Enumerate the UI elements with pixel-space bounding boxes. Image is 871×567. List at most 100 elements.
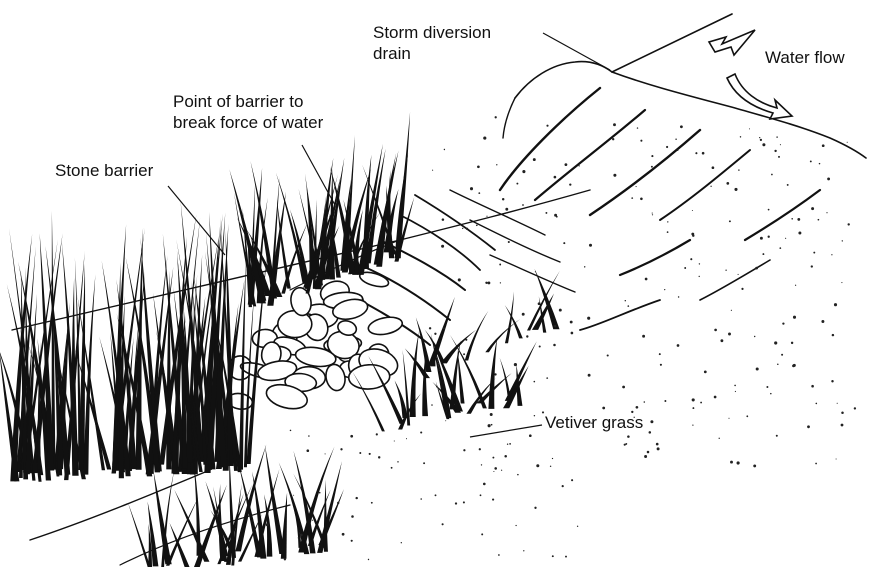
soil-speck [584, 266, 585, 267]
soil-speck [785, 238, 786, 239]
soil-speck [496, 164, 497, 165]
grass-blade [500, 358, 511, 400]
curved-flow-arrow-icon [727, 74, 792, 119]
soil-speck [644, 401, 646, 403]
soil-speck [832, 334, 834, 336]
soil-speck [533, 158, 536, 161]
soil-speck [502, 198, 504, 200]
soil-speck [714, 396, 717, 399]
terrain-line [503, 98, 515, 138]
soil-speck [660, 364, 662, 366]
soil-speck [759, 137, 760, 138]
soil-speck [293, 495, 294, 496]
soil-speck [741, 288, 743, 290]
soil-speck [514, 363, 517, 366]
soil-speck [369, 453, 371, 455]
soil-speck [376, 433, 378, 435]
terrain-line [620, 240, 690, 275]
terrain-line [500, 88, 600, 190]
soil-speck [495, 116, 497, 118]
soil-speck [677, 149, 679, 151]
soil-speck [355, 497, 357, 499]
grass-blade [169, 523, 190, 567]
soil-speck [730, 461, 733, 464]
soil-speck [565, 556, 567, 558]
soil-speck [778, 156, 780, 158]
soil-speck [779, 247, 781, 249]
soil-speck [458, 278, 461, 281]
soil-speck [571, 332, 574, 335]
soil-speck [651, 155, 653, 157]
soil-speck [841, 412, 844, 415]
soil-speck [507, 444, 508, 445]
soil-speck [434, 333, 436, 335]
soil-speck [539, 345, 541, 347]
soil-speck [811, 207, 814, 210]
soil-speck [337, 502, 339, 504]
soil-speck [847, 142, 848, 143]
soil-speck [613, 123, 616, 126]
soil-speck [504, 455, 507, 458]
soil-speck [657, 447, 660, 450]
soil-speck [401, 542, 402, 543]
storm-diversion-drain-label: Storm diversion drain [373, 22, 491, 64]
soil-speck [499, 264, 501, 266]
soil-speck [516, 183, 518, 185]
soil-speck [378, 456, 380, 458]
soil-speck [780, 144, 781, 145]
soil-speck [726, 182, 729, 185]
soil-speck [559, 309, 562, 312]
soil-speck [798, 232, 801, 235]
soil-speck [754, 336, 755, 337]
soil-speck [509, 443, 511, 445]
soil-speck [770, 393, 772, 395]
soil-speck [308, 435, 310, 437]
soil-speck [797, 218, 800, 221]
soil-speck [813, 252, 815, 254]
soil-speck [463, 501, 465, 503]
soil-speck [431, 404, 433, 406]
soil-speck [791, 218, 793, 220]
terrain-line [415, 195, 495, 250]
soil-speck [793, 316, 796, 319]
storm-drain-label-line2: drain [373, 43, 491, 64]
soil-speck [656, 443, 659, 446]
soil-speck [420, 498, 422, 500]
soil-speck [637, 127, 638, 128]
grass-blade [281, 493, 287, 559]
soil-speck [821, 320, 824, 323]
barrier-point-label-line1: Point of barrier to [173, 91, 323, 112]
soil-speck [640, 140, 642, 142]
soil-speck [442, 523, 444, 525]
soil-speck [815, 463, 817, 465]
soil-speck [498, 554, 500, 556]
soil-speck [552, 555, 554, 557]
soil-speck [306, 449, 309, 452]
soil-speck [298, 537, 300, 539]
soil-speck [692, 398, 695, 401]
soil-speck [719, 438, 720, 439]
soil-speck [777, 363, 779, 365]
soil-speck [627, 305, 629, 307]
soil-speck [749, 128, 750, 129]
soil-speck [776, 435, 778, 437]
soil-speck [819, 163, 821, 165]
soil-speck [478, 192, 480, 194]
soil-speck [842, 240, 843, 241]
soil-speck [523, 550, 524, 551]
soil-speck [494, 467, 497, 470]
soil-speck [394, 440, 395, 441]
soil-speck [494, 373, 496, 375]
soil-speck [625, 443, 627, 445]
soil-speck [536, 464, 539, 467]
soil-speck [552, 458, 553, 459]
soil-speck [737, 461, 740, 464]
soil-speck [455, 502, 457, 504]
soil-speck [501, 470, 502, 471]
soil-speck [522, 313, 525, 316]
soil-speck [443, 328, 445, 330]
soil-speck [312, 520, 313, 521]
soil-speck [699, 263, 700, 264]
soil-speck [675, 138, 676, 139]
soil-speck [588, 374, 591, 377]
